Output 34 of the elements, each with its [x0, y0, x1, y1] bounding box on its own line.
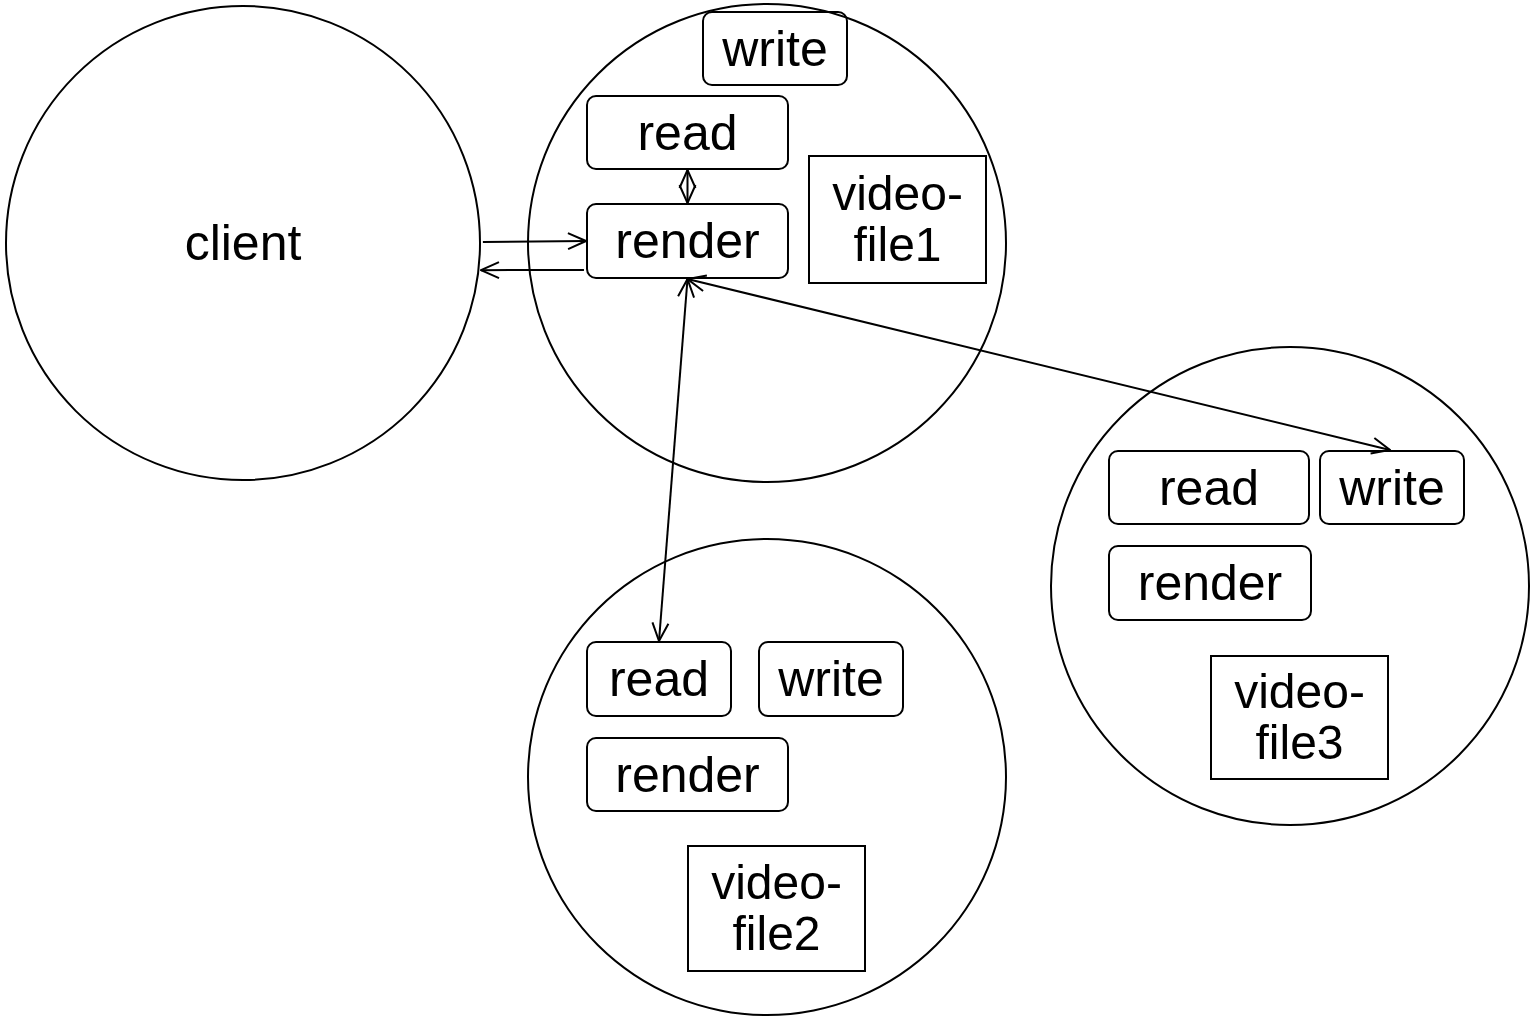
circle-node: [527, 538, 1007, 1016]
box-label: video-file1: [831, 169, 964, 270]
process-box: [586, 737, 789, 812]
arrow: [481, 232, 587, 251]
box-label: video-file2: [710, 858, 843, 959]
process-box: [1319, 450, 1465, 525]
box-label: read: [608, 654, 710, 704]
process-box: [1108, 450, 1310, 525]
process-box: [586, 203, 789, 279]
file-box: [1210, 655, 1389, 780]
box-label: read: [1158, 462, 1260, 513]
process-box: [586, 641, 732, 717]
file-box: [808, 155, 987, 284]
process-box: [586, 95, 789, 170]
file-box: [687, 845, 866, 972]
box-label: write: [722, 23, 828, 74]
box-label: video-file3: [1233, 667, 1366, 768]
box-label: write: [778, 654, 884, 704]
arrow: [651, 278, 696, 642]
box-label: render: [615, 749, 760, 800]
circle-node: [527, 3, 1007, 483]
arrow: [678, 169, 697, 204]
box-label: render: [615, 216, 760, 266]
box-label: read: [637, 107, 738, 158]
arrow: [686, 274, 1391, 455]
node-label: client: [184, 218, 302, 268]
circle-node: [1050, 346, 1530, 826]
process-box: [758, 641, 904, 717]
circle-node: [5, 5, 481, 481]
process-box: [1108, 545, 1312, 621]
arrow: [480, 261, 585, 280]
box-label: render: [1137, 558, 1283, 608]
process-box: [702, 11, 848, 86]
box-label: write: [1339, 462, 1445, 513]
